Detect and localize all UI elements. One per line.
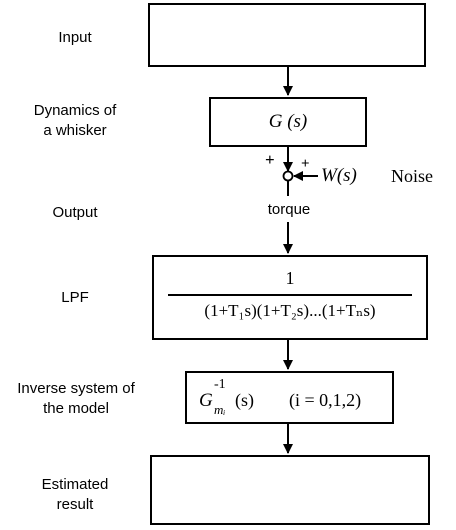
label-inverse-line2: the model xyxy=(43,400,109,417)
label-estimated-line1: Estimated xyxy=(41,476,109,493)
label-dynamics-line2: a whisker xyxy=(43,122,107,139)
label-estimated-line2: result xyxy=(56,496,94,513)
whisker-transfer-function: G (s) xyxy=(268,111,308,132)
lpf-fraction-bar xyxy=(168,294,412,296)
noise-label: Noise xyxy=(391,166,433,186)
inverse-model-block: G -1 mᵢ (s) (i = 0,1,2) xyxy=(185,371,394,424)
whisker-dynamics-block: G (s) xyxy=(209,97,367,147)
input-block xyxy=(148,3,426,67)
noise-transfer-function: W(s) xyxy=(321,165,357,186)
summing-junction xyxy=(282,170,294,182)
estimated-result-block xyxy=(150,455,430,525)
inverse-g-symbol: G xyxy=(199,390,213,411)
label-lpf: LPF xyxy=(61,289,89,306)
label-inverse-line1: Inverse system of xyxy=(17,380,135,397)
inverse-subscript: mᵢ xyxy=(214,402,226,417)
label-dynamics-line1: Dynamics of xyxy=(33,102,117,119)
lpf-numerator: 1 xyxy=(285,268,295,288)
plus-sign-left: + xyxy=(265,150,275,169)
torque-label: torque xyxy=(267,201,311,218)
inverse-argument: (s) xyxy=(235,390,254,410)
lpf-block: 1 (1+T₁s)(1+T₂s)...(1+Tₙs) xyxy=(152,255,428,340)
inverse-condition: (i = 0,1,2) xyxy=(289,390,362,410)
lpf-denominator: (1+T₁s)(1+T₂s)...(1+Tₙs) xyxy=(204,301,376,320)
plus-sign-right: + xyxy=(301,156,310,172)
inverse-superscript: -1 xyxy=(214,377,226,392)
label-input: Input xyxy=(58,29,92,46)
label-output: Output xyxy=(52,204,98,221)
